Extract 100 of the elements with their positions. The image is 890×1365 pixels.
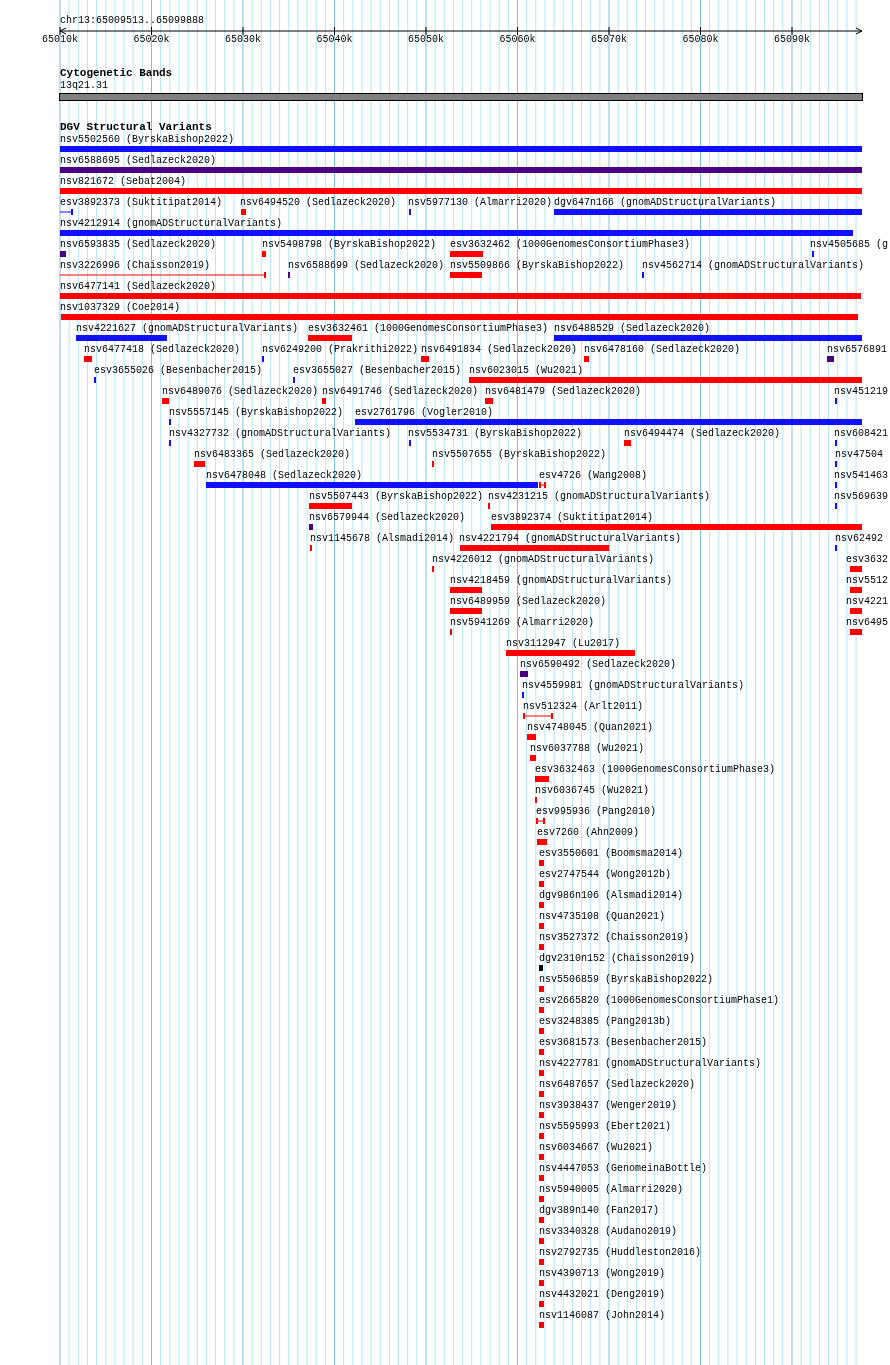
variant-label: nsv4559981 (gnomADStructuralVariants)	[522, 680, 745, 692]
position-label: chr13:65009513..65099888	[60, 15, 205, 27]
variant-label: nsv5941269 (Almarri2020)	[450, 617, 595, 629]
tick-label: 65020k	[133, 34, 170, 46]
tick-label: 65010k	[42, 34, 78, 46]
variant-label: nsv4226012 (gnomADStructuralVariants)	[432, 554, 655, 566]
variant-label: nsv608421	[834, 428, 888, 440]
variant-label: dgv389n140 (Fan2017)	[539, 1205, 660, 1217]
variant-label: nsv3112947 (Lu2017)	[506, 638, 621, 650]
variant-label: nsv512324 (Arlt2011)	[523, 701, 644, 713]
variant-label: nsv5534731 (ByrskaBishop2022)	[408, 428, 583, 440]
variant-label: esv2665820 (1000GenomesConsortiumPhase1)	[539, 995, 780, 1007]
variant-label: nsv5940005 (Almarri2020)	[539, 1184, 684, 1196]
variant-label: dgv986n106 (Alsmadi2014)	[539, 890, 684, 902]
variant-label: nsv4231215 (gnomADStructuralVariants)	[488, 491, 711, 503]
variant-label: nsv4327732 (gnomADStructuralVariants)	[169, 428, 392, 440]
variant-label: nsv6491746 (Sedlazeck2020)	[322, 386, 479, 398]
variant-label: nsv6495	[846, 617, 888, 629]
variant-label: esv2747544 (Wong2012b)	[539, 869, 672, 881]
tick-label: 65070k	[591, 34, 627, 46]
variant-label: nsv451219	[834, 386, 888, 398]
variant-label: nsv6249200 (Prakrithi2022)	[262, 344, 419, 356]
variant-label: nsv4218459 (gnomADStructuralVariants)	[450, 575, 673, 587]
variant-label: dgv2310n152 (Chaisson2019)	[539, 953, 696, 965]
variant-label: nsv3527372 (Chaisson2019)	[539, 932, 690, 944]
variant-label: nsv4432021 (Deng2019)	[539, 1289, 666, 1301]
variant-label: nsv4390713 (Wong2019)	[539, 1268, 666, 1280]
variant-label: esv3892374 (Suktitipat2014)	[491, 512, 654, 524]
variant-label: nsv5498798 (ByrskaBishop2022)	[262, 239, 437, 251]
tick-label: 65090k	[774, 34, 810, 46]
variant-label: nsv6481479 (Sedlazeck2020)	[485, 386, 642, 398]
variant-label: nsv4748045 (Quan2021)	[527, 722, 654, 734]
variant-label: nsv569639	[834, 491, 888, 503]
variant-label: nsv6487657 (Sedlazeck2020)	[539, 1079, 696, 1091]
variant-label: nsv4221627 (gnomADStructuralVariants)	[76, 323, 299, 335]
variant-label: nsv6491834 (Sedlazeck2020)	[421, 344, 578, 356]
variant-label: nsv4447053 (GenomeinaBottle)	[539, 1163, 708, 1175]
track-heading: DGV Structural Variants	[60, 121, 212, 134]
tick-label: 65030k	[225, 34, 261, 46]
variant-label: nsv5977130 (Almarri2020)	[408, 197, 553, 209]
variant-label: nsv62492	[835, 533, 883, 545]
variant-label: nsv1146087 (John2014)	[539, 1310, 666, 1322]
variant-label: nsv6034667 (Wu2021)	[539, 1142, 654, 1154]
variant-label: esv3655027 (Besenbacher2015)	[293, 365, 462, 377]
variant-label: nsv4212914 (gnomADStructuralVariants)	[60, 218, 283, 230]
variant-label: nsv5507655 (ByrskaBishop2022)	[432, 449, 607, 461]
variant-label: nsv2792735 (Huddleston2016)	[539, 1247, 702, 1259]
variant-label: nsv6579944 (Sedlazeck2020)	[309, 512, 466, 524]
variant-label: nsv6576891	[827, 344, 887, 356]
variant-label: nsv5512	[846, 575, 888, 587]
variant-label: nsv4221	[846, 596, 888, 608]
variant-label: esv3550601 (Boomsma2014)	[539, 848, 684, 860]
variant-label: nsv5509866 (ByrskaBishop2022)	[450, 260, 625, 272]
variant-label: nsv1145678 (Alsmadi2014)	[310, 533, 455, 545]
variant-label: nsv6477141 (Sedlazeck2020)	[60, 281, 217, 293]
variant-label: esv3655026 (Besenbacher2015)	[94, 365, 263, 377]
variant-label: nsv6588695 (Sedlazeck2020)	[60, 155, 217, 167]
variant-label: esv3681573 (Besenbacher2015)	[539, 1037, 708, 1049]
variant-label: nsv821672 (Sebat2004)	[60, 176, 187, 188]
variant-label: nsv6590492 (Sedlazeck2020)	[520, 659, 677, 671]
variant-label: esv3632461 (1000GenomesConsortiumPhase3)	[308, 323, 549, 335]
variant-label: nsv6593835 (Sedlazeck2020)	[60, 239, 217, 251]
tick-label: 65050k	[408, 34, 444, 46]
variant-label: esv3892373 (Suktitipat2014)	[60, 197, 223, 209]
variant-label: nsv6023015 (Wu2021)	[469, 365, 584, 377]
variant-label: nsv5557145 (ByrskaBishop2022)	[169, 407, 344, 419]
variant-label: nsv4562714 (gnomADStructuralVariants)	[642, 260, 865, 272]
variant-label: nsv6483365 (Sedlazeck2020)	[194, 449, 351, 461]
variant-label: nsv3340328 (Audano2019)	[539, 1226, 678, 1238]
variant-label: esv4726 (Wang2008)	[539, 470, 648, 482]
variant-label: nsv6478160 (Sedlazeck2020)	[584, 344, 741, 356]
variant-label: nsv541463	[834, 470, 888, 482]
variant-label: nsv4735108 (Quan2021)	[539, 911, 666, 923]
variant-label: esv3632	[846, 554, 888, 566]
variant-label: nsv4227781 (gnomADStructuralVariants)	[539, 1058, 762, 1070]
variant-label: nsv4505685 (g	[810, 239, 888, 251]
variant-label: nsv5502560 (ByrskaBishop2022)	[60, 134, 235, 146]
track-heading: Cytogenetic Bands	[60, 67, 173, 80]
variant-label: nsv6489959 (Sedlazeck2020)	[450, 596, 607, 608]
variant-label: nsv6488529 (Sedlazeck2020)	[554, 323, 711, 335]
variant-label: esv3632462 (1000GenomesConsortiumPhase3)	[450, 239, 691, 251]
tick-label: 65080k	[682, 34, 719, 46]
tick-label: 65060k	[499, 34, 536, 46]
variant-label: esv995936 (Pang2010)	[536, 806, 657, 818]
variant-label: nsv4221794 (gnomADStructuralVariants)	[459, 533, 682, 545]
variant-label: esv7260 (Ahn2009)	[537, 827, 640, 839]
variant-label: nsv6478048 (Sedlazeck2020)	[206, 470, 363, 482]
variant-label: dgv647n166 (gnomADStructuralVariants)	[554, 197, 777, 209]
variant-label: nsv3938437 (Wenger2019)	[539, 1100, 678, 1112]
variant-label: nsv5507443 (ByrskaBishop2022)	[309, 491, 484, 503]
variant-label: nsv47504	[835, 449, 883, 461]
variant-label: nsv6037788 (Wu2021)	[530, 743, 645, 755]
band-label: 13q21.31	[60, 80, 108, 92]
variant-label: nsv6036745 (Wu2021)	[535, 785, 650, 797]
variant-label: nsv6588699 (Sedlazeck2020)	[288, 260, 445, 272]
tick-label: 65040k	[316, 34, 353, 46]
variant-label: nsv3226996 (Chaisson2019)	[60, 260, 211, 272]
variant-label: esv3632463 (1000GenomesConsortiumPhase3)	[535, 764, 776, 776]
variant-label: nsv5595993 (Ebert2021)	[539, 1121, 672, 1133]
variant-label: nsv6489076 (Sedlazeck2020)	[162, 386, 319, 398]
